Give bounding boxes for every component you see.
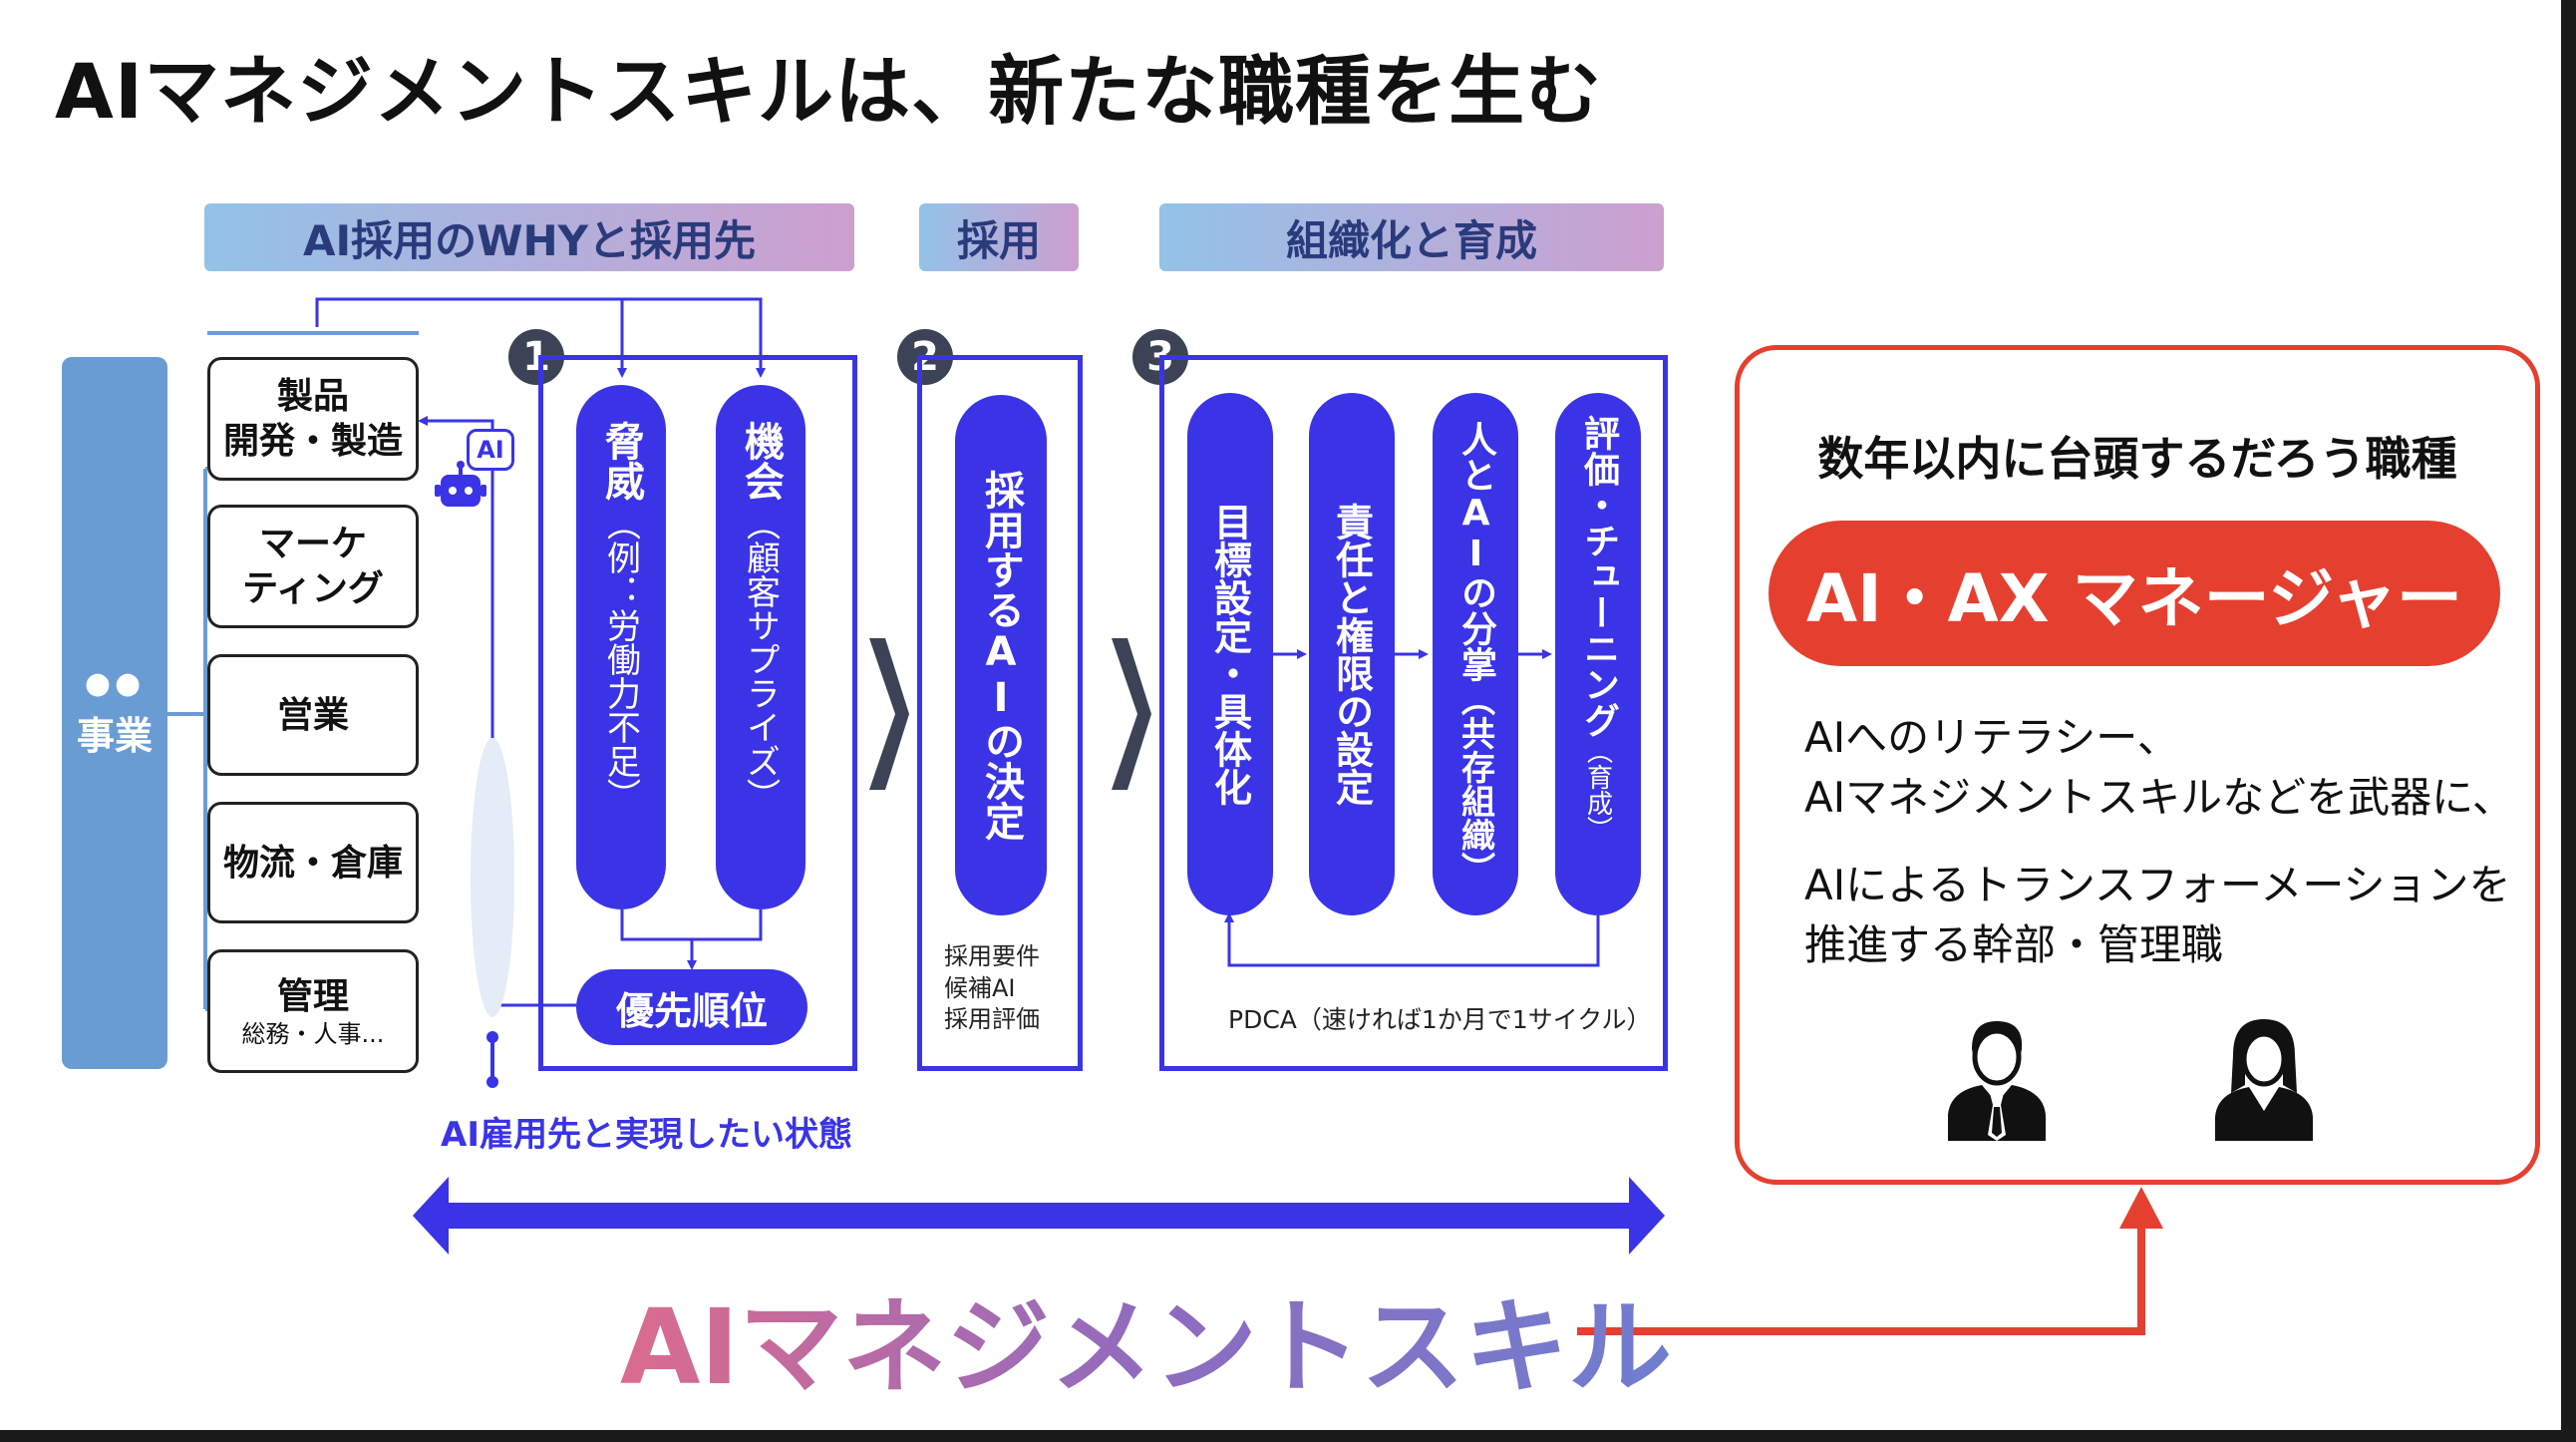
- role-pill: AI・AX マネージャー: [1769, 521, 2500, 666]
- role-desc-2: AIマネジメントスキルなどを武器に、: [1804, 773, 2514, 822]
- role-desc-3: AIによるトランスフォーメーションを: [1804, 861, 2511, 909]
- threat-pill: 脅威 （例：労働力不足）: [576, 385, 666, 909]
- ai-management-skill-label: AIマネジメントスキル: [620, 1262, 1672, 1413]
- pdca-label: PDCA（速ければ1か月で1サイクル）: [1228, 1005, 1652, 1034]
- evaluation-pill: 評価・チューニング （育成）: [1555, 393, 1641, 915]
- robot-icon: [435, 461, 486, 507]
- dept-logistics: 物流・倉庫: [207, 802, 419, 923]
- goal-text: 目標設定・具体化: [1207, 503, 1252, 806]
- step2-note-3: 採用評価: [944, 1005, 1040, 1034]
- role-desc-4: 推進する幹部・管理職: [1804, 920, 2224, 969]
- threat-main: 脅威: [598, 421, 644, 501]
- step2-notes: 採用要件 候補AI 採用評価: [944, 941, 1040, 1036]
- dept-product-line2: 開発・製造: [222, 421, 403, 462]
- decide-ai-text: 採用するAIの決定: [978, 470, 1024, 841]
- dept-admin-sub: 総務・人事...: [241, 1019, 385, 1048]
- responsibility-pill: 責任と権限の設定: [1309, 393, 1395, 915]
- ai-badge: AI: [467, 429, 514, 471]
- evaluation-main: 評価・チューニング: [1578, 415, 1619, 738]
- threat-sub: （例：労働力不足）: [600, 507, 641, 812]
- dept-product: 製品 開発・製造: [207, 357, 419, 481]
- step2-note-2: 候補AI: [944, 973, 1016, 1002]
- businessman-icon: [1948, 1021, 2046, 1141]
- businesswoman-icon: [2215, 1019, 2313, 1141]
- goal-pill: 目標設定・具体化: [1187, 393, 1273, 915]
- page-title: AIマネジメントスキルは、新たな職種を生む: [55, 47, 1603, 136]
- business-dots: ●●: [84, 666, 146, 701]
- header-soshiki: 組織化と育成: [1159, 203, 1664, 271]
- priority-pill: 優先順位: [576, 969, 807, 1045]
- evaluation-sub: （育成）: [1582, 738, 1613, 842]
- dept-admin-line1: 管理: [276, 975, 349, 1017]
- division-main: 人とAIの分掌: [1455, 421, 1496, 682]
- step2-note-1: 採用要件: [944, 942, 1040, 970]
- role-desc-1: AIへのリテラシー、: [1804, 713, 2179, 762]
- decide-ai-pill: 採用するAIの決定: [955, 395, 1047, 915]
- dept-logistics-line1: 物流・倉庫: [222, 842, 403, 884]
- dept-marketing-line1: マーケ: [258, 524, 367, 564]
- dept-marketing-line2: ティング: [242, 568, 384, 609]
- header-saiyou: 採用: [919, 203, 1079, 271]
- dept-product-line1: 製品: [276, 376, 349, 417]
- division-pill: 人とAIの分掌 （共存組織）: [1433, 393, 1518, 915]
- opportunity-pill: 機会 （顧客サプライズ）: [716, 385, 805, 909]
- ai-target-label: AI雇用先と実現したい状態: [441, 1115, 852, 1155]
- business-label: 事業: [76, 714, 153, 758]
- responsibility-text: 責任と権限の設定: [1329, 503, 1374, 806]
- step2-box: [917, 355, 1083, 1071]
- division-sub: （共存組織）: [1454, 682, 1495, 886]
- dept-marketing: マーケ ティング: [207, 505, 419, 628]
- step1-box: [538, 355, 857, 1071]
- header-why: AI採用のWHYと採用先: [204, 203, 854, 271]
- dept-sales: 営業: [207, 654, 419, 776]
- future-role-box: [1735, 345, 2540, 1185]
- future-role-heading: 数年以内に台頭するだろう職種: [1817, 432, 2457, 486]
- opportunity-main: 機会: [738, 421, 784, 501]
- step3-box: [1159, 355, 1668, 1071]
- dept-admin: 管理 総務・人事...: [207, 949, 419, 1073]
- dept-sales-line1: 営業: [276, 694, 349, 736]
- business-bar: ●● 事業: [62, 357, 167, 1069]
- opportunity-sub: （顧客サプライズ）: [740, 507, 781, 812]
